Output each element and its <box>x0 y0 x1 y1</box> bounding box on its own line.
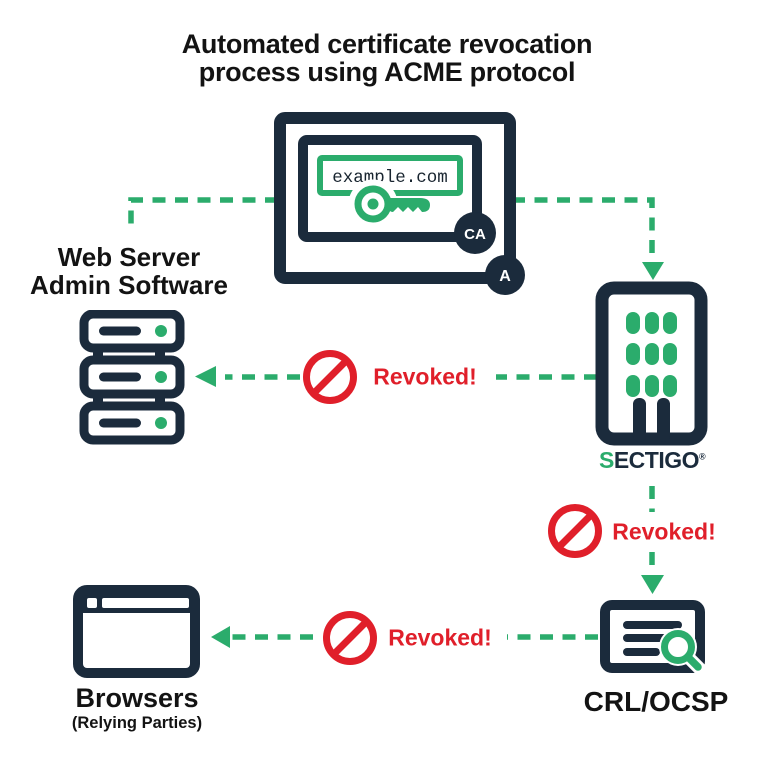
ca-badge: CA <box>454 212 496 254</box>
ca-badge-text: CA <box>464 226 486 243</box>
connector-cert-to-ca <box>512 197 655 262</box>
sectigo-logo: SECTIGO® <box>599 447 706 474</box>
web-server-label-line1: Web Server <box>57 242 201 272</box>
page-title: Automated certificate revocation process… <box>0 30 774 86</box>
browsers-label-main: Browsers <box>75 683 199 713</box>
browsers-label-sub: (Relying Parties) <box>71 714 203 732</box>
certificate-icon: example.com CA A <box>274 112 525 295</box>
page-title-line1: Automated certificate revocation <box>181 29 593 59</box>
revoked-label-bottom: Revoked! <box>388 624 492 651</box>
revoked-label-mid: Revoked! <box>373 363 477 390</box>
key-icon <box>348 179 430 229</box>
browsers-label: Browsers (Relying Parties) <box>72 684 202 732</box>
crl-ocsp-label: CRL/OCSP <box>583 686 729 717</box>
server-stack-icon <box>79 310 185 445</box>
prohibition-icon <box>548 504 602 558</box>
office-building-icon <box>595 281 708 446</box>
arrowhead-left-icon <box>195 366 216 387</box>
certificate-domain-text: example.com <box>332 168 448 188</box>
document-search-icon <box>600 600 706 675</box>
acme-badge: A <box>485 255 525 295</box>
sectigo-logo-rest: ECTIGO <box>613 447 700 473</box>
web-server-label: Web Server Admin Software <box>30 243 228 299</box>
prohibition-icon <box>323 611 377 665</box>
arrowhead-down-icon <box>641 575 664 594</box>
page-title-line2: process using ACME protocol <box>198 57 576 87</box>
acme-badge-text: A <box>499 268 511 285</box>
prohibition-icon <box>303 350 357 404</box>
sectigo-logo-s: S <box>599 447 614 473</box>
browser-address-bar <box>102 598 189 608</box>
web-server-label-line2: Admin Software <box>30 270 228 300</box>
search-icon <box>659 628 706 675</box>
arrowhead-down-icon <box>642 262 664 280</box>
browser-favicon-box <box>87 598 97 608</box>
connector-cert-to-webserver <box>128 197 278 233</box>
arrowhead-left-icon <box>211 626 230 648</box>
building-doors <box>633 398 670 442</box>
registered-mark: ® <box>699 451 706 462</box>
browser-window-icon <box>73 585 200 678</box>
building-windows <box>626 312 677 397</box>
revoked-label-right: Revoked! <box>612 518 716 545</box>
